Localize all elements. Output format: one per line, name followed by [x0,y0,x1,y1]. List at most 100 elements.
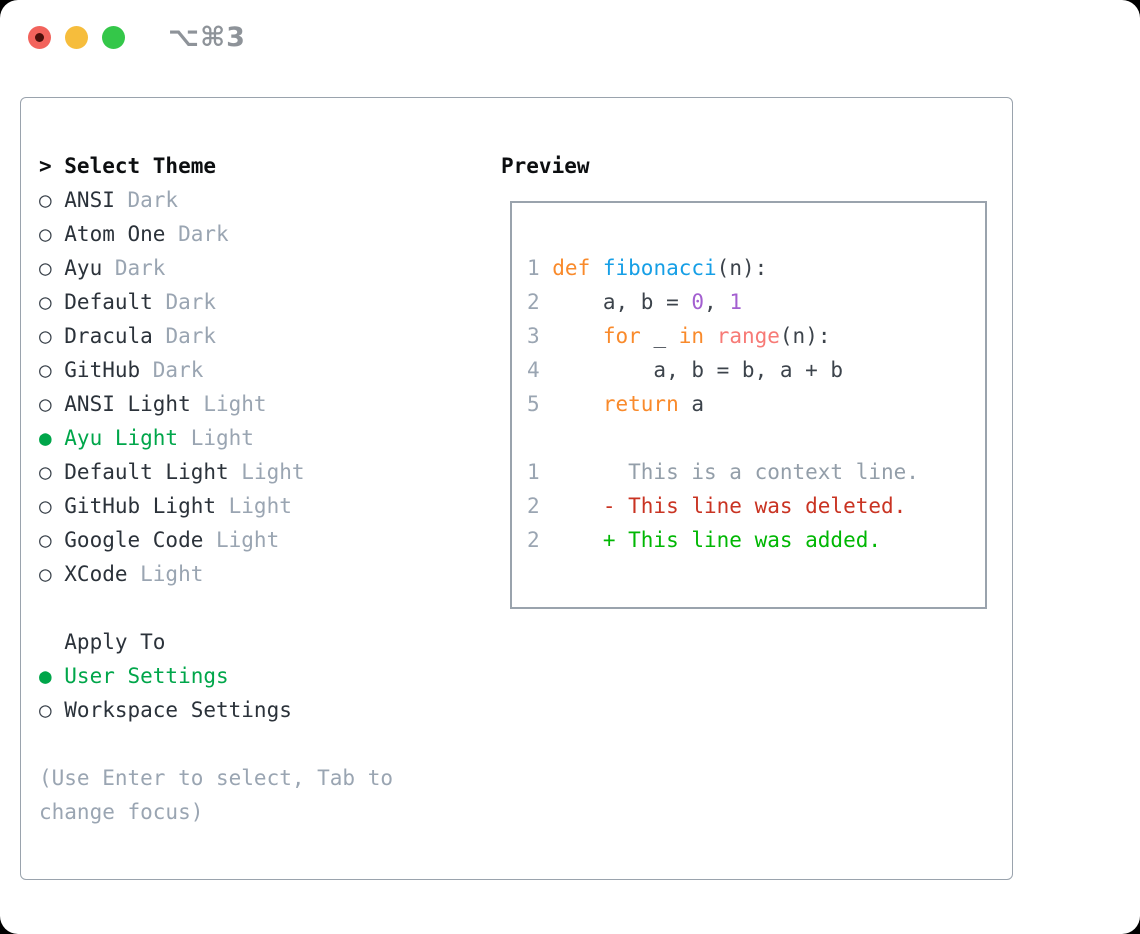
theme-option[interactable]: ○ Default Light Light [39,455,489,489]
code-token: a [678,392,705,416]
code-token [552,392,603,416]
radio-marker-icon: ○ [39,290,52,314]
theme-option-variant: Light [140,562,204,586]
code-line: 1 def fibonacci(n): [527,251,985,285]
theme-option-variant: Light [241,460,305,484]
code-line: 4 a, b = b, a + b [527,353,985,387]
code-token: This is a context line. [552,460,919,484]
line-number: 2 [527,528,540,552]
apply-to-list: ●User Settings ○ Workspace Settings [39,659,489,727]
line-number: 3 [527,324,540,348]
theme-option-variant: Light [203,392,267,416]
theme-option[interactable]: ○ Default Dark [39,285,489,319]
theme-option-name: Ayu [64,256,103,280]
minimize-button[interactable] [65,26,88,49]
code-tokens: + This line was added. [552,528,881,552]
theme-option-name: GitHub [64,358,141,382]
code-token: in [678,324,705,348]
theme-option[interactable]: ○ GitHub Dark [39,353,489,387]
theme-option-name: Ayu Light [64,426,179,450]
theme-option-name: Dracula [64,324,153,348]
code-token: (n): [716,256,768,280]
theme-option-variant: Dark [165,290,217,314]
code-line: 1 This is a context line. [527,455,985,489]
code-token: - This line was deleted. [602,494,907,518]
code-token: def [552,256,591,280]
code-token [552,324,603,348]
apply-to-header: Apply To [39,625,489,659]
code-token: range [716,324,780,348]
theme-option-variant: Dark [114,256,166,280]
code-tokens: a, b = b, a + b [552,358,843,382]
line-number: 1 [527,460,540,484]
code-token: a, b = [552,290,692,314]
theme-option-variant: Dark [127,188,179,212]
spacer [39,727,489,761]
apply-to-option-label: Workspace Settings [64,698,292,722]
apply-to-option[interactable]: ○ Workspace Settings [39,693,489,727]
code-line: 3 for _ in range(n): [527,319,985,353]
theme-option-name: Default [64,290,153,314]
theme-option-variant: Dark [152,358,204,382]
theme-option-name: Atom One [64,222,166,246]
radio-marker-icon: ○ [39,222,52,246]
code-line [527,421,985,455]
theme-option-variant: Dark [165,324,217,348]
radio-marker-icon: ○ [39,460,52,484]
code-token: for [602,324,641,348]
code-tokens: def fibonacci(n): [552,256,767,280]
code-token: a, b = b, a + b [552,358,844,382]
code-token: _ [640,324,679,348]
theme-option-name: XCode [64,562,128,586]
apply-to-title: Apply To [64,630,166,654]
code-token [704,324,717,348]
line-number: 2 [527,494,540,518]
prompt-cursor-icon: > [39,154,52,178]
theme-option-name: Default Light [64,460,229,484]
code-line: 2 + This line was added. [527,523,985,557]
close-dot-icon [35,33,44,42]
apply-to-option[interactable]: ●User Settings [39,659,489,693]
close-button[interactable] [28,26,51,49]
code-token: , [704,290,730,314]
code-token [552,494,603,518]
code-token: 0 [691,290,705,314]
radio-marker-icon: ○ [39,188,52,212]
radio-marker-icon: ○ [39,562,52,586]
code-tokens: - This line was deleted. [552,494,906,518]
theme-option-variant: Dark [178,222,229,246]
keyboard-hint: (Use Enter to select, Tab to change focu… [39,766,394,824]
code-token: (n): [779,324,831,348]
zoom-button[interactable] [102,26,125,49]
theme-list-title: Select Theme [64,154,216,178]
radio-marker-icon: ○ [39,698,52,722]
code-token: return [602,392,679,416]
theme-option-name: ANSI Light [64,392,191,416]
radio-marker-icon: ● [39,664,52,688]
line-number: 1 [527,256,540,280]
line-number: 5 [527,392,540,416]
radio-marker-icon: ○ [39,358,52,382]
theme-option[interactable]: ○ Atom One Dark [39,217,489,251]
code-line: 2 a, b = 0, 1 [527,285,985,319]
code-token: + This line was added. [602,528,882,552]
code-tokens: return a [552,392,704,416]
theme-list-header: > Select Theme [39,149,489,183]
code-line: 2 - This line was deleted. [527,489,985,523]
theme-option[interactable]: ○ XCode Light [39,557,489,591]
code-token: 1 [729,290,742,314]
theme-option-name: Google Code [64,528,204,552]
radio-marker-icon: ● [39,426,52,450]
